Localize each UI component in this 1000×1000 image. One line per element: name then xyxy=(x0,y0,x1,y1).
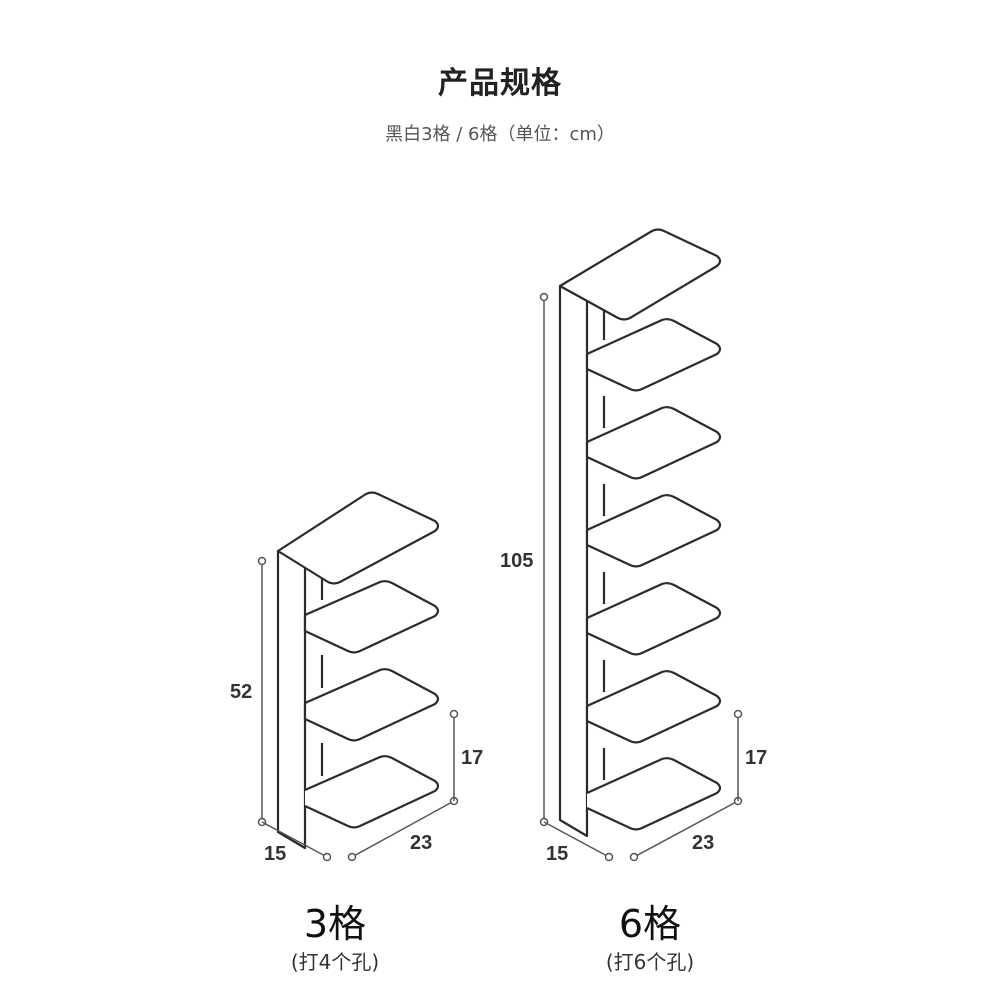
rack-6-post xyxy=(558,284,589,838)
rack-6-height-label: 105 xyxy=(500,550,533,572)
rack-3-spacing-label: 17 xyxy=(461,747,483,769)
rack-3-width-label: 23 xyxy=(410,832,432,854)
rack-6-width-label: 23 xyxy=(692,832,714,854)
page-title: 产品规格 xyxy=(438,66,562,101)
rack-6-shelf-1 xyxy=(558,228,722,321)
rack-6-shelf-4 xyxy=(585,494,722,568)
rack-3-post xyxy=(276,549,307,850)
rack-3-note: (打4个孔) xyxy=(290,950,380,974)
rack-6-spacing-label: 17 xyxy=(745,747,767,769)
rack-3-dimensions xyxy=(257,556,459,862)
rack-6-dimensions xyxy=(539,292,743,862)
rack-3-drawing xyxy=(276,491,440,850)
rack-6-shelf-7 xyxy=(586,757,722,831)
rack-6-shelf-6 xyxy=(585,670,722,744)
rack-6-shelf-2 xyxy=(585,318,722,392)
rack-3-name: 3格 xyxy=(303,902,367,946)
rack-3-shelf-1 xyxy=(276,491,440,585)
rack-3-shelf-3 xyxy=(303,668,440,742)
rack-3-shelf-2 xyxy=(303,580,440,654)
rack-3-depth-label: 15 xyxy=(264,843,286,865)
page-subtitle: 黑白3格 / 6格（单位：cm） xyxy=(385,124,615,145)
rack-3-shelf-4 xyxy=(304,755,440,829)
rack-6-shelf-5 xyxy=(585,582,722,656)
rack-6-name: 6格 xyxy=(618,902,682,946)
rack-6-depth-label: 15 xyxy=(546,843,568,865)
rack-3-height-label: 52 xyxy=(230,681,252,703)
rack-6-shelf-3 xyxy=(585,406,722,480)
rack-6-drawing xyxy=(558,228,722,838)
rack-6-note: (打6个孔) xyxy=(605,950,695,974)
